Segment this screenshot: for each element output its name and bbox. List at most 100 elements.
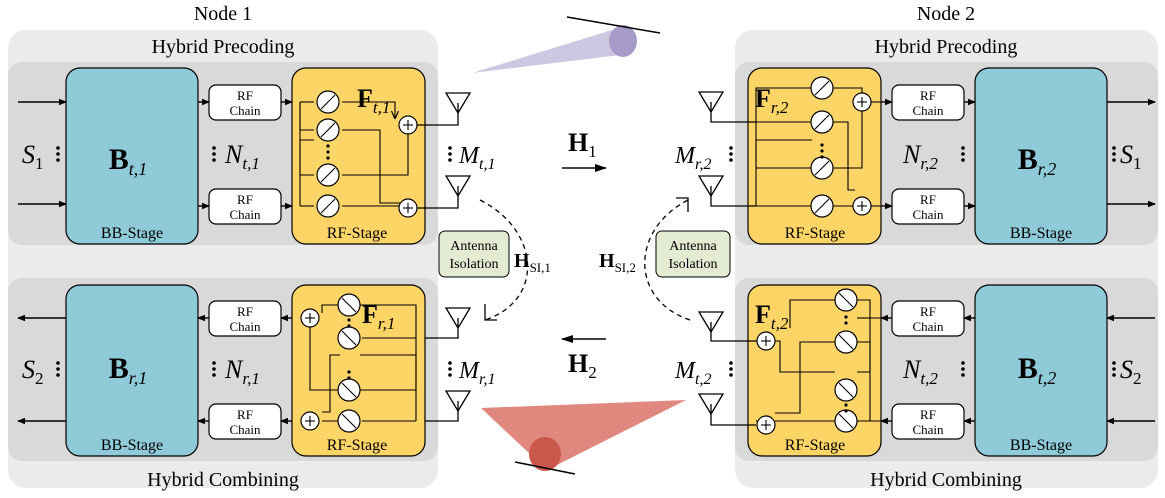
si-path-node2 bbox=[644, 199, 691, 321]
node2-ant-tx-label: Mt,2 bbox=[674, 358, 711, 388]
node1-bb-rx-label: Br,1 bbox=[109, 352, 148, 388]
node2-bb-rx-block: Br,2 BB-Stage bbox=[974, 67, 1108, 245]
node2-rf-chain-tx-2: RF Chain bbox=[891, 403, 965, 440]
node1-ant-tx-label: Mt,1 bbox=[458, 143, 495, 173]
node1-title: Node 1 bbox=[194, 3, 252, 25]
node1-combining-title: Hybrid Combining bbox=[147, 469, 299, 491]
node2-bb-tx-label: Bt,2 bbox=[1018, 352, 1057, 388]
beam-h2-tip bbox=[529, 437, 561, 471]
node2-ant-rx-label: Mr,2 bbox=[674, 143, 711, 173]
node1-ant-tx-dots bbox=[448, 146, 452, 162]
node1-rf-tx-label: Ft,1 bbox=[357, 84, 390, 117]
svg-text:Chain: Chain bbox=[229, 422, 261, 437]
node1-stream-rx-dots bbox=[56, 361, 60, 377]
node2-precoding-title: Hybrid Precoding bbox=[875, 36, 1018, 58]
node2-rf-stage-rx: Fr,2 RF-Stage bbox=[747, 67, 882, 245]
svg-text:Chain: Chain bbox=[912, 422, 944, 437]
node1-rf-tx-stage-label: RF-Stage bbox=[327, 225, 387, 242]
node1-bb-tx-stage-label: BB-Stage bbox=[101, 225, 163, 242]
node1-tx-links bbox=[198, 98, 293, 210]
node2-rf-stage-tx: Ft,2 RF-Stage bbox=[747, 284, 882, 457]
node1-rf-chain-tx-1: RF Chain bbox=[208, 84, 282, 121]
node1-chain-tx-label: Nt,1 bbox=[224, 140, 260, 173]
svg-text:RF: RF bbox=[920, 407, 936, 422]
svg-text:RF: RF bbox=[237, 88, 253, 103]
svg-text:RF: RF bbox=[237, 304, 253, 319]
node2-tx-input-arrows bbox=[1106, 314, 1155, 425]
node2-rf-chain-tx-1: RF Chain bbox=[891, 300, 965, 337]
node1-rf-chain-rx-2: RF Chain bbox=[208, 403, 282, 440]
svg-text:Antenna: Antenna bbox=[450, 239, 498, 254]
node2-bb-rx-label: Br,2 bbox=[1018, 143, 1057, 179]
node1-tx-input-arrows bbox=[18, 98, 67, 208]
node2-rx-antennas bbox=[697, 91, 756, 207]
node2-rf-tx-stage-label: RF-Stage bbox=[785, 437, 845, 454]
node2-rx-links bbox=[881, 98, 976, 210]
beam-h1 bbox=[472, 30, 620, 73]
svg-text:Isolation: Isolation bbox=[669, 257, 718, 272]
svg-text:Chain: Chain bbox=[229, 207, 261, 222]
node2-stream-tx-dots bbox=[1112, 361, 1116, 377]
svg-text:Antenna: Antenna bbox=[669, 239, 717, 254]
si-path-node1-end bbox=[484, 304, 497, 321]
node1-rf-chain-tx-2: RF Chain bbox=[208, 188, 282, 225]
node1-bb-rx-stage-label: BB-Stage bbox=[101, 437, 163, 454]
node1-rf-rx-stage-label: RF-Stage bbox=[327, 437, 387, 454]
beam-h1-reflector bbox=[566, 16, 661, 34]
svg-text:RF: RF bbox=[920, 192, 936, 207]
beam-h2 bbox=[481, 400, 686, 470]
node2-chain-tx-label: Nt,2 bbox=[902, 355, 938, 388]
beam-h2-reflector bbox=[514, 461, 576, 475]
node1-chain-tx-dots bbox=[212, 146, 216, 162]
node1-stream-tx-dots bbox=[56, 146, 60, 162]
node1-tx-antennas bbox=[417, 92, 472, 209]
svg-text:Chain: Chain bbox=[912, 319, 944, 334]
node1-stream-rx-label: S2 bbox=[22, 355, 44, 388]
svg-text:RF: RF bbox=[920, 88, 936, 103]
node1-chain-rx-label: Nr,1 bbox=[224, 355, 260, 388]
si-path-node1 bbox=[479, 199, 529, 321]
node2-rf-chain-rx-2: RF Chain bbox=[891, 188, 965, 225]
node2-ant-tx-dots bbox=[729, 361, 733, 377]
svg-text:Chain: Chain bbox=[229, 103, 261, 118]
node2-rx-output-arrows bbox=[1107, 98, 1156, 208]
node1-rx-antennas bbox=[425, 307, 472, 422]
isolation-box-node1: Antenna Isolation bbox=[438, 230, 510, 278]
node2-chain-rx-label: Nr,2 bbox=[902, 140, 938, 173]
node1-rx-output-arrows bbox=[17, 314, 66, 425]
svg-text:RF: RF bbox=[920, 304, 936, 319]
node2-bb-tx-block: Bt,2 BB-Stage bbox=[974, 284, 1108, 457]
svg-text:RF: RF bbox=[237, 192, 253, 207]
svg-text:Isolation: Isolation bbox=[450, 257, 499, 272]
node1-bb-tx-block: Bt,1 BB-Stage bbox=[65, 67, 199, 245]
node2-combining-title: Hybrid Combining bbox=[870, 469, 1022, 491]
svg-text:Chain: Chain bbox=[229, 319, 261, 334]
channel-h2-label: H2 bbox=[568, 349, 597, 382]
node2-rf-rx-stage-label: RF-Stage bbox=[785, 225, 845, 242]
node1-ant-rx-label: Mr,1 bbox=[458, 358, 495, 388]
node2-rf-chain-rx-1: RF Chain bbox=[891, 84, 965, 121]
isolation-box-node2: Antenna Isolation bbox=[655, 230, 731, 278]
channel-h1-label: H1 bbox=[568, 128, 597, 161]
node2-bb-rx-stage-label: BB-Stage bbox=[1010, 225, 1072, 242]
node2-stream-tx-label: S2 bbox=[1120, 355, 1142, 388]
node2-stream-rx-dots bbox=[1112, 146, 1116, 162]
node1-stream-tx-label: S1 bbox=[22, 140, 44, 173]
beam-h1-tip bbox=[609, 25, 637, 57]
node1-rf-rx-label: Fr,1 bbox=[362, 300, 395, 333]
node2-rf-rx-label: Fr,2 bbox=[755, 84, 789, 117]
svg-text:Chain: Chain bbox=[912, 103, 944, 118]
node2-tx-links bbox=[880, 314, 975, 425]
node2-bb-tx-stage-label: BB-Stage bbox=[1010, 437, 1072, 454]
node1-rf-stage-tx: Ft,1 RF-Stage bbox=[291, 67, 426, 245]
node2-rf-tx-label: Ft,2 bbox=[755, 300, 789, 333]
si-path-node2-end bbox=[676, 197, 689, 212]
si-label-node2: HSI,2 bbox=[599, 250, 636, 275]
node2-tx-antennas bbox=[697, 311, 756, 426]
node1-rf-stage-rx: Fr,1 RF-Stage bbox=[291, 284, 426, 457]
node2-title: Node 2 bbox=[917, 3, 975, 25]
node2-ant-rx-dots bbox=[729, 146, 733, 162]
node1-rx-links bbox=[197, 314, 292, 425]
